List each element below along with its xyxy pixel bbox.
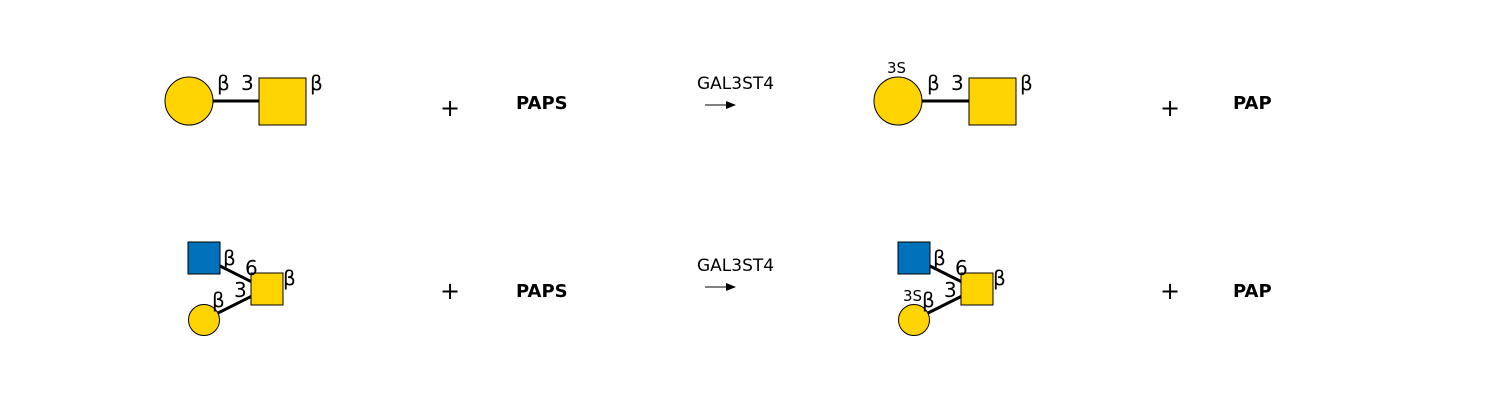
position-label: 3 [951, 71, 964, 95]
galactose-circle [188, 304, 220, 336]
sulfation-label: 3S [903, 287, 922, 305]
gal-position-label: 3 [944, 278, 957, 302]
reducing-anomer-label: β [283, 266, 296, 290]
reaction-1-substrate: β 3 β [164, 71, 323, 126]
plus-sign: + [1160, 277, 1180, 305]
position-label: 3 [241, 71, 254, 95]
reducing-anomer-label: β [1020, 71, 1033, 95]
anomer-label: β [217, 71, 230, 95]
reaction-1: β 3 β + PAPS GAL3ST4 3S β 3 β + PAP [164, 59, 1272, 126]
reaction-2: β 6 β 3 β + PAPS GAL3ST4 β 6 3S β 3 β + … [187, 241, 1272, 336]
galnac-square [258, 77, 307, 126]
glcnac-anomer-label: β [223, 246, 236, 270]
plus-sign: + [1160, 94, 1180, 122]
reducing-anomer-label: β [310, 71, 323, 95]
reaction-2-product: β 6 3S β 3 β [897, 241, 1006, 336]
glcnac-position-label: 6 [955, 256, 968, 280]
coproduct-label: PAP [1233, 93, 1272, 114]
galactose-circle [164, 76, 214, 126]
glcnac-square [897, 241, 931, 275]
cosubstrate-label: PAPS [516, 93, 568, 114]
glcnac-position-label: 6 [245, 256, 258, 280]
galnac-square [250, 272, 284, 306]
reaction-arrow: GAL3ST4 [697, 256, 774, 291]
plus-sign: + [440, 94, 460, 122]
gal-position-label: 3 [234, 278, 247, 302]
coproduct-label: PAP [1233, 281, 1272, 302]
galactose-circle [898, 304, 930, 336]
anomer-label: β [927, 71, 940, 95]
enzyme-label: GAL3ST4 [697, 74, 774, 94]
gal-anomer-label: β [212, 288, 225, 312]
glcnac-anomer-label: β [933, 246, 946, 270]
cosubstrate-label: PAPS [516, 281, 568, 302]
glcnac-square [187, 241, 221, 275]
gal-anomer-label: β [922, 288, 935, 312]
enzyme-label: GAL3ST4 [697, 256, 774, 276]
reducing-anomer-label: β [993, 266, 1006, 290]
reaction-arrow: GAL3ST4 [697, 74, 774, 109]
galnac-square [968, 77, 1017, 126]
reaction-2-substrate: β 6 β 3 β [187, 241, 296, 336]
galnac-square [960, 272, 994, 306]
plus-sign: + [440, 277, 460, 305]
reaction-1-product: 3S β 3 β [873, 59, 1033, 126]
sulfation-label: 3S [887, 59, 906, 77]
galactose-circle [873, 76, 923, 126]
